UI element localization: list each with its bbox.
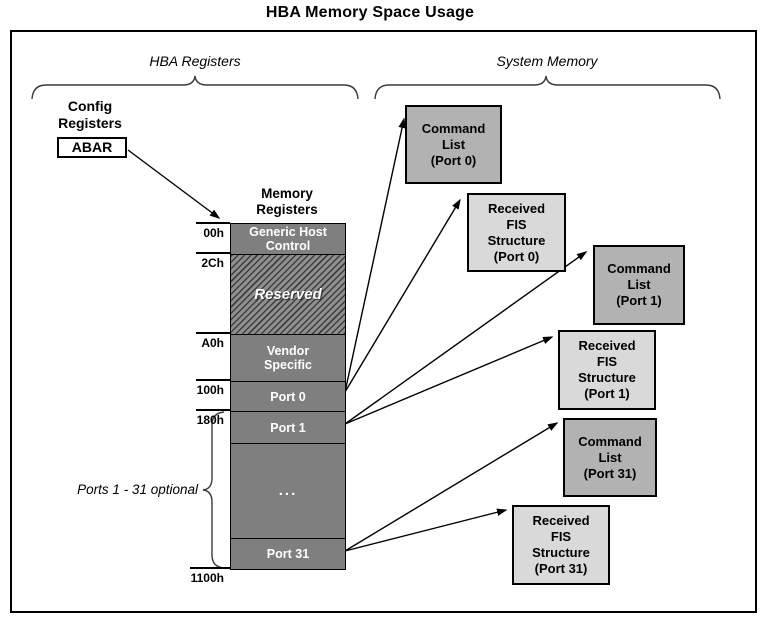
- box-line: Structure: [487, 232, 546, 248]
- box-line: Received: [578, 338, 636, 353]
- address-180h: 180h: [196, 413, 224, 427]
- memory-registers-line2: Registers: [256, 202, 318, 217]
- diagram-border: [10, 30, 757, 613]
- address-1100h: 1100h: [190, 571, 224, 585]
- received-fis-port-31-box: Received FIS Structure (Port 31): [512, 505, 610, 585]
- stack-row-generic-host-control: Generic Host Control: [231, 224, 345, 254]
- stack-row-ellipsis: ...: [231, 443, 345, 538]
- config-registers-line1: Config: [67, 98, 113, 114]
- box-line: Structure: [578, 370, 636, 385]
- stack-row-vendor-specific: Vendor Specific: [231, 334, 345, 381]
- row-label: ...: [278, 482, 298, 499]
- received-fis-port-0-box: Received FIS Structure (Port 0): [467, 193, 566, 272]
- row-label: Vendor: [266, 344, 310, 358]
- row-label: Port 31: [266, 547, 310, 561]
- box-line: (Port 0): [430, 152, 477, 168]
- address-a0h: A0h: [201, 336, 224, 350]
- row-label: Generic Host: [249, 225, 327, 239]
- address-2ch: 2Ch: [201, 256, 224, 270]
- box-line: (Port 31): [583, 465, 637, 481]
- box-line: (Port 1): [616, 293, 662, 308]
- box-line: Command: [578, 433, 642, 449]
- box-line: Command: [421, 120, 486, 136]
- box-line: FIS: [550, 529, 572, 544]
- box-line: FIS: [596, 354, 618, 369]
- row-label: Control: [265, 239, 311, 253]
- row-label: Reserved: [254, 285, 322, 303]
- row-label: Specific: [264, 358, 312, 372]
- box-line: List: [598, 449, 622, 465]
- stack-row-port-31: Port 31: [231, 538, 345, 569]
- diagram-title: HBA Memory Space Usage: [265, 4, 475, 21]
- received-fis-port-1-box: Received FIS Structure (Port 1): [558, 330, 656, 410]
- command-list-port-31-box: Command List (Port 31): [563, 418, 657, 497]
- stack-row-reserved: Reserved: [231, 254, 345, 334]
- box-line: Command: [607, 261, 671, 276]
- ports-optional-note: Ports 1 - 31 optional: [77, 482, 198, 497]
- hba-registers-label: HBA Registers: [149, 53, 241, 69]
- box-line: Received: [532, 513, 590, 528]
- box-line: FIS: [506, 216, 527, 232]
- config-registers-line2: Registers: [58, 115, 122, 131]
- memory-registers-stack: Generic Host Control Reserved Vendor Spe…: [230, 223, 346, 570]
- box-line: (Port 31): [534, 561, 588, 576]
- memory-registers-label: Memory Registers: [228, 186, 346, 218]
- config-registers-label: Config Registers: [30, 98, 150, 132]
- box-line: (Port 0): [493, 248, 540, 264]
- stack-row-port-1: Port 1: [231, 411, 345, 443]
- box-line: (Port 1): [584, 386, 630, 401]
- stack-row-port-0: Port 0: [231, 381, 345, 411]
- box-line: Received: [487, 200, 546, 216]
- address-100h: 100h: [196, 383, 224, 397]
- command-list-port-1-box: Command List (Port 1): [593, 245, 685, 325]
- abar-register-box: ABAR: [57, 137, 127, 158]
- box-line: List: [441, 136, 466, 152]
- box-line: Structure: [532, 545, 590, 560]
- command-list-port-0-box: Command List (Port 0): [405, 105, 502, 184]
- system-memory-label: System Memory: [496, 53, 598, 69]
- box-line: List: [627, 277, 651, 292]
- address-00h: 00h: [203, 226, 224, 240]
- row-label: Port 1: [270, 420, 306, 435]
- row-label: Port 0: [270, 389, 306, 404]
- memory-registers-line1: Memory: [261, 186, 313, 201]
